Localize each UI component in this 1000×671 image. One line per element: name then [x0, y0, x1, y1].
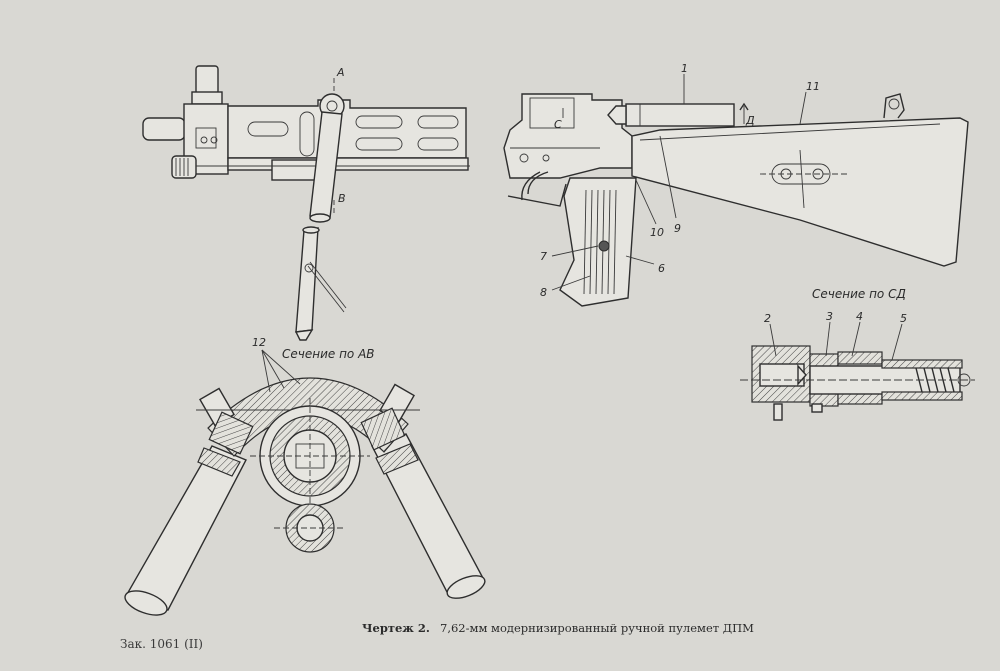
callout-6: 6: [658, 262, 665, 275]
callout-1: 1: [681, 62, 688, 75]
caption-text: 7,62-мм модернизированный ручной пулемет…: [440, 621, 754, 635]
caption-number: Чертеж 2.: [362, 621, 430, 635]
cut-letter-b: В: [338, 192, 346, 205]
section-cd-view: [740, 321, 975, 421]
callout-5: 5: [900, 312, 907, 325]
section-ab-view: [124, 349, 486, 616]
figure-caption: Чертеж 2. 7,62-мм модернизированный ручн…: [362, 617, 754, 636]
barrel-assembly-view: [142, 65, 470, 341]
callout-10: 10: [650, 226, 664, 239]
section-ab-label: Сечение по АВ: [282, 347, 375, 361]
callout-2: 2: [764, 312, 771, 325]
cut-letter-a: А: [336, 66, 345, 79]
section-cd-label: Сечение по СД: [812, 287, 906, 301]
callout-12: 12: [252, 336, 266, 349]
callout-9: 9: [674, 222, 681, 235]
order-number: Зак. 1061 (II): [120, 637, 203, 651]
callout-7: 7: [540, 250, 547, 263]
cut-letter-d: Д: [745, 114, 755, 127]
callout-3: 3: [826, 310, 833, 323]
callout-11: 11: [806, 80, 820, 93]
receiver-stock-view: [503, 74, 969, 307]
callout-8: 8: [540, 286, 547, 299]
callout-4: 4: [856, 310, 863, 323]
cut-letter-c: С: [554, 118, 562, 131]
